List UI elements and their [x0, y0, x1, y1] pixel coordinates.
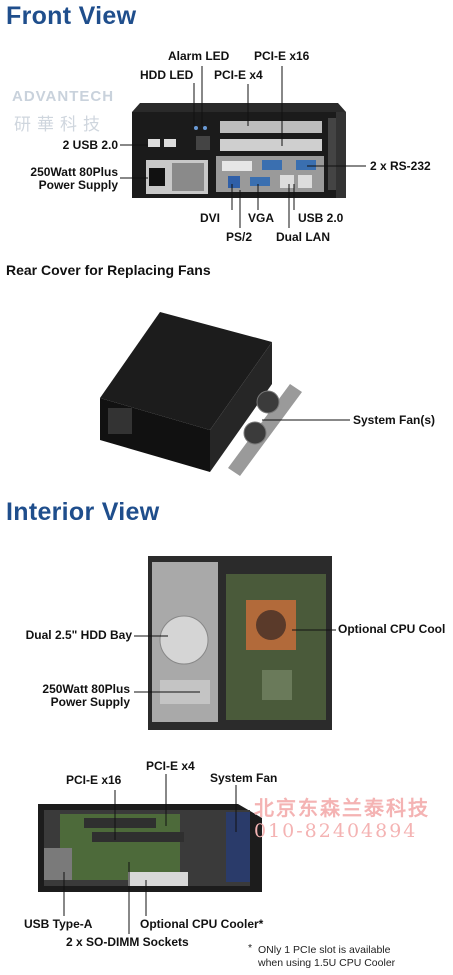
front-view-heading: Front View — [6, 2, 137, 30]
vga-label: VGA — [248, 211, 275, 225]
footnote-line1: ONly 1 PCIe slot is available — [258, 944, 391, 956]
interior-view-heading: Interior View — [6, 498, 160, 526]
psu-label-line1: 250Watt 80Plus — [30, 165, 118, 179]
side-cpu-cooler-label: Optional CPU Cooler* — [140, 917, 264, 931]
dvi-label: DVI — [200, 211, 221, 225]
hdd-led-label: HDD LED — [140, 68, 194, 82]
pcie-x4-label: PCI-E x4 — [214, 68, 263, 82]
watermark-phone: 010-82404894 — [254, 820, 418, 842]
front-panel-illustration — [120, 66, 366, 228]
footnote-line2: when using 1.5U CPU Cooler — [258, 957, 396, 969]
rear-cover-heading: Rear Cover for Replacing Fans — [6, 262, 211, 278]
interior-psu-label-line1: 250Watt 80Plus — [42, 682, 130, 696]
side-system-fan-label: System Fan — [210, 771, 278, 785]
psu-label-line2: Power Supply — [38, 178, 118, 192]
rs232-label: 2 x RS-232 — [370, 159, 431, 173]
sodimm-label: 2 x SO-DIMM Sockets — [66, 935, 189, 949]
side-pcie-x4-label: PCI-E x4 — [146, 759, 195, 773]
interior-psu-label-line2: Power Supply — [50, 695, 130, 709]
pcie-x16-label: PCI-E x16 — [254, 49, 310, 63]
alarm-led-label: Alarm LED — [168, 49, 230, 63]
usb-type-a-label: USB Type-A — [24, 917, 93, 931]
footnote-marker: * — [248, 942, 253, 954]
cpu-cooler-label-top: Optional CPU Cool — [338, 622, 446, 636]
advantech-chinese-logo: 研華科技 — [14, 115, 106, 135]
watermark-company: 北京东森兰泰科技 — [254, 796, 430, 820]
interior-top-illustration — [134, 556, 336, 730]
side-pcie-x16-label: PCI-E x16 — [66, 773, 122, 787]
usb20-left-label: 2 USB 2.0 — [62, 138, 118, 152]
system-fans-label: System Fan(s) — [353, 413, 436, 427]
hdd-bay-label: Dual 2.5" HDD Bay — [25, 628, 132, 642]
ps2-label: PS/2 — [226, 230, 253, 244]
usb20-bottom-label: USB 2.0 — [298, 211, 344, 225]
dual-lan-label: Dual LAN — [276, 230, 330, 244]
rear-cover-illustration — [100, 312, 350, 476]
advantech-logo: ADVANTECH — [12, 88, 115, 105]
